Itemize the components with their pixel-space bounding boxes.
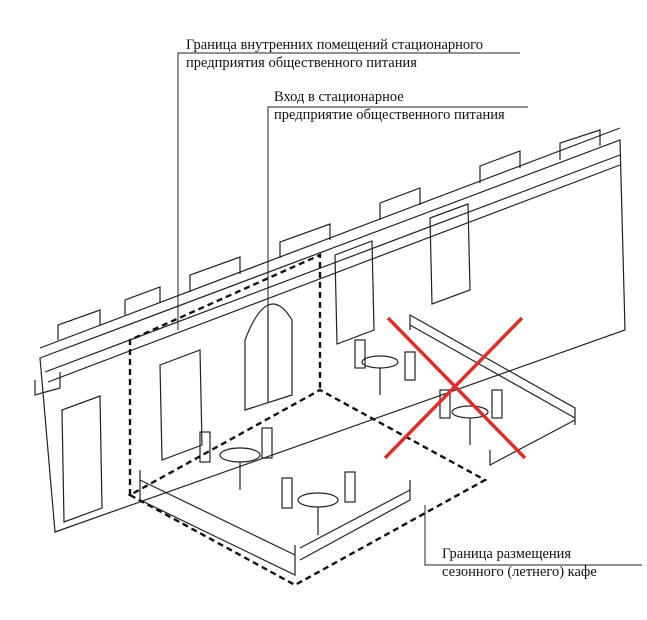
tables <box>219 355 489 535</box>
label-line: сезонного (летнего) кафе <box>442 564 597 580</box>
label-line: Вход в стационарное <box>274 89 404 105</box>
chairs <box>199 339 503 509</box>
entrance-door <box>244 303 293 411</box>
entrance-label: Вход в стационарное предприятие обществе… <box>274 88 505 124</box>
terrace-fence <box>139 313 576 576</box>
label-line: Граница размещения <box>442 546 572 562</box>
label-line: Граница внутренних помещений стационарно… <box>186 37 484 53</box>
interior-boundary-label: Граница внутренних помещений стационарно… <box>186 36 483 72</box>
cafe-boundary-line <box>127 388 488 587</box>
parapet-blocks <box>57 129 601 340</box>
building-facade <box>39 139 626 533</box>
windows <box>61 203 471 523</box>
leader-lines <box>177 52 642 566</box>
label-line: предприятия общественного питания <box>186 55 417 71</box>
prohibited-cross <box>383 316 527 460</box>
label-line: предприятие общественного питания <box>274 107 505 123</box>
cafe-boundary-label: Граница размещения сезонного (летнего) к… <box>442 545 597 581</box>
interior-boundary-line <box>128 253 322 495</box>
